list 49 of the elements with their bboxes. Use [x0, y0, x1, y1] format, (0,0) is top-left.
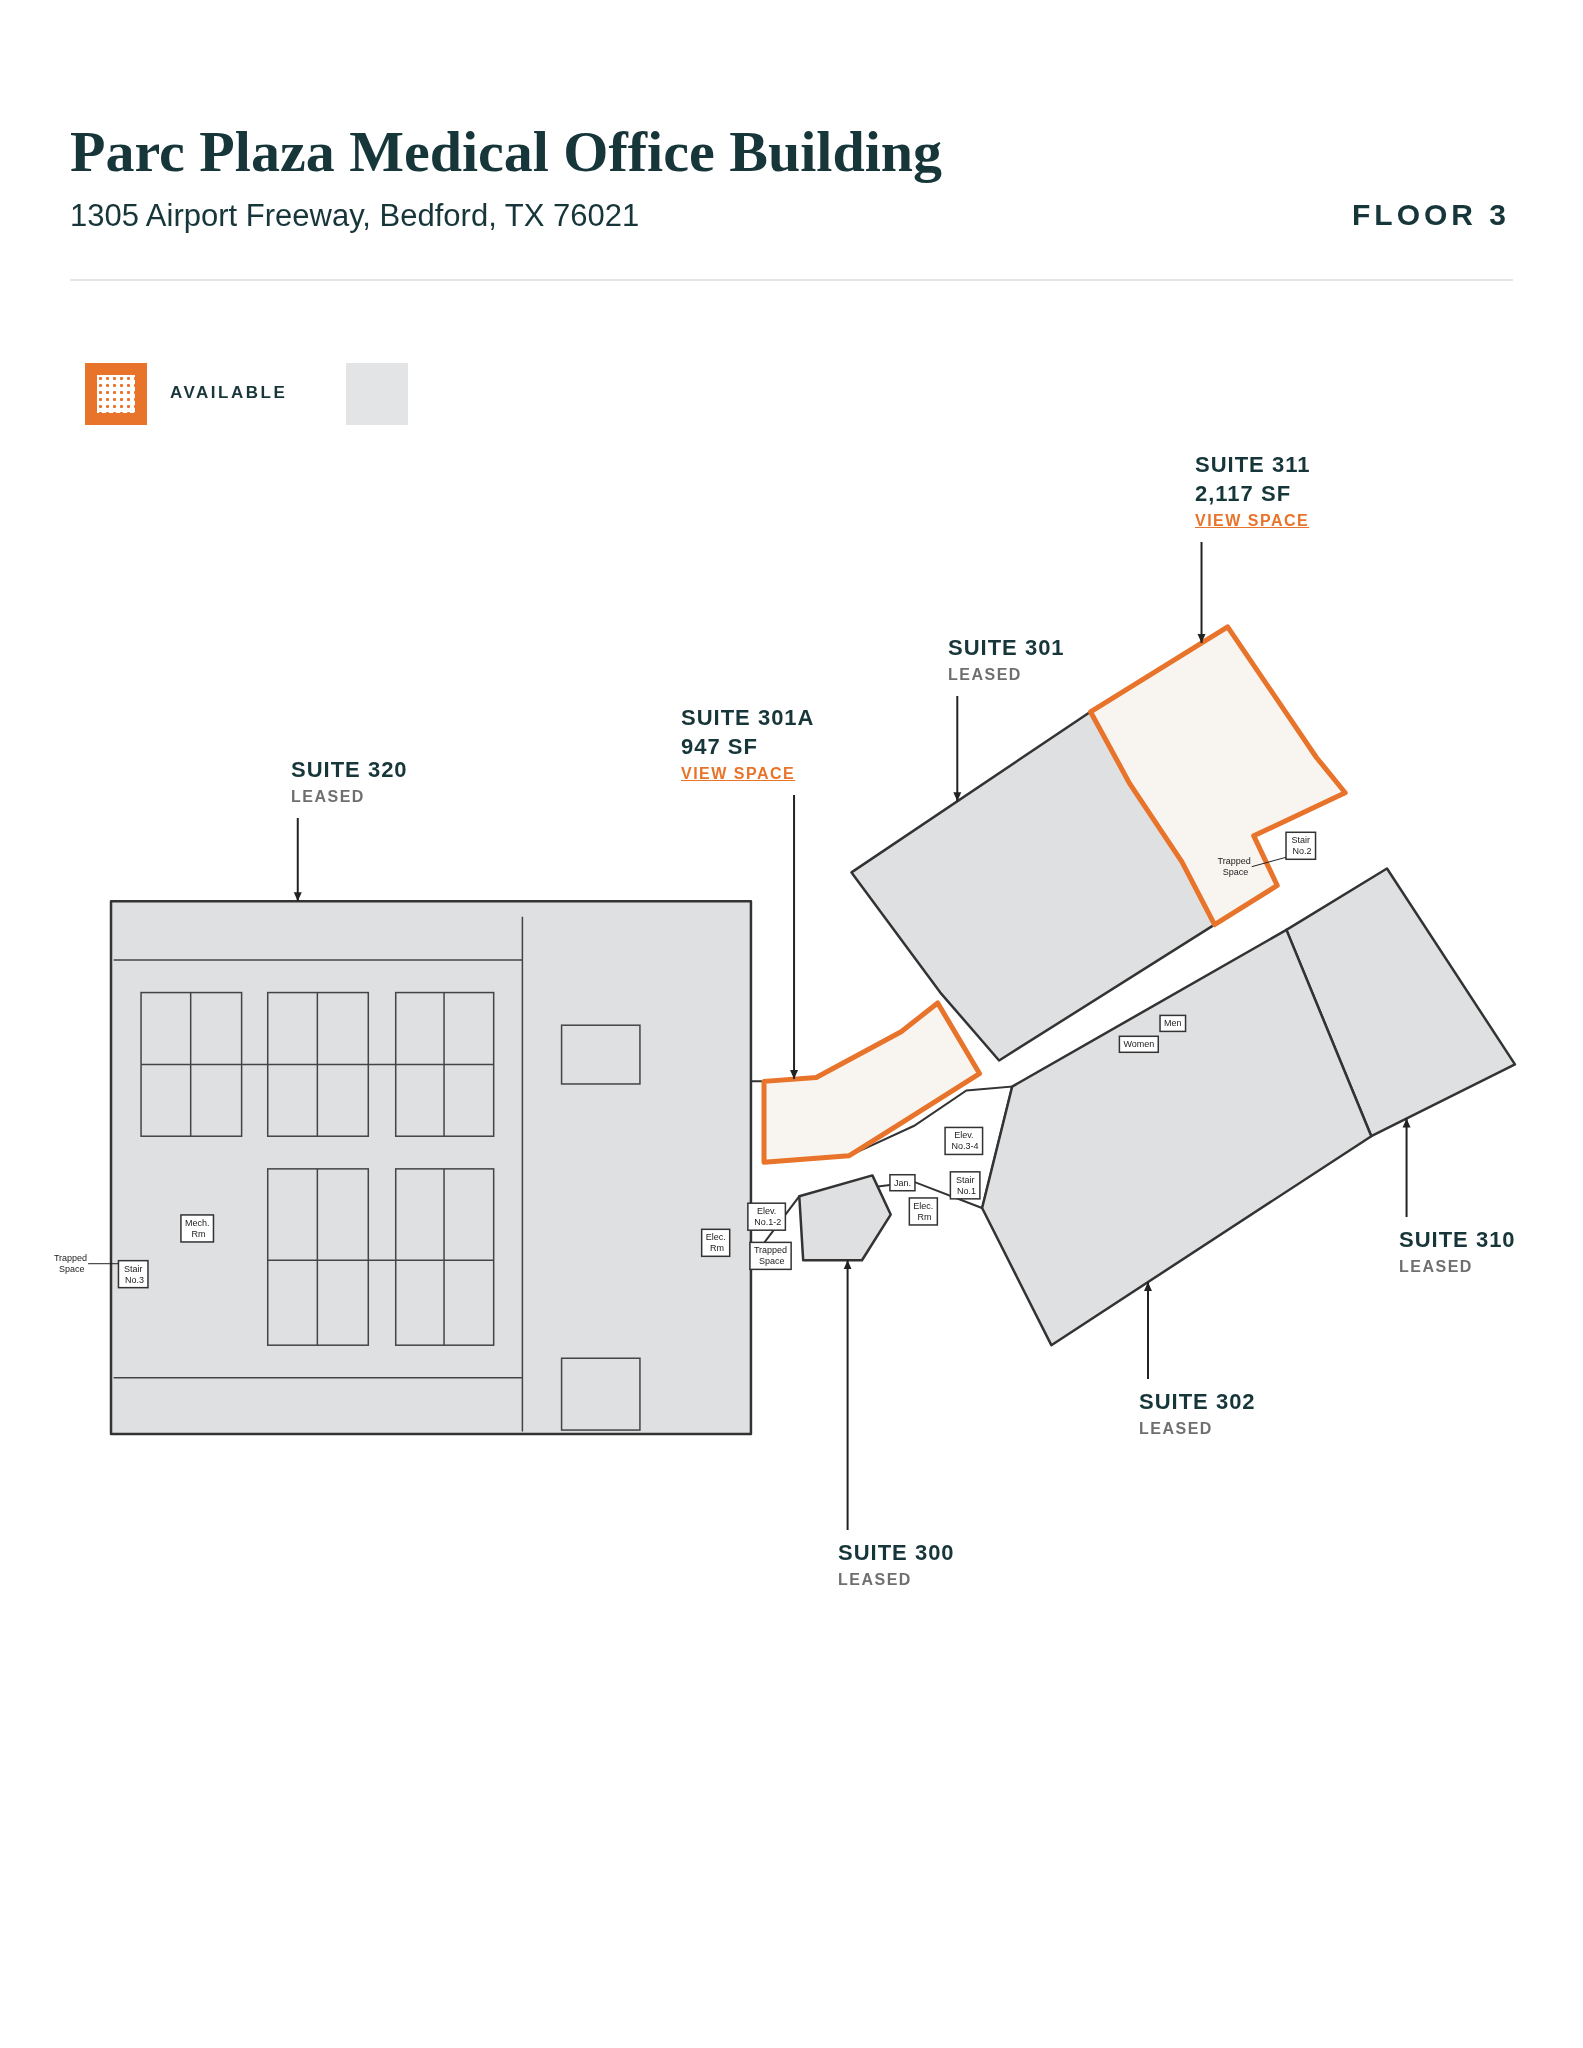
room-box: Stair No.2 — [1285, 831, 1317, 861]
arrow — [843, 1259, 852, 1531]
suite-area — [1285, 867, 1517, 1138]
leader-line — [1251, 856, 1287, 868]
view-space-link: VIEW SPACE — [1195, 511, 1310, 531]
leased-status: LEASED — [838, 1570, 912, 1590]
legend-label: AVAILABLE — [170, 383, 288, 403]
suite-number: SUITE 300 — [838, 1539, 955, 1567]
suite-number: SUITE 310 — [1399, 1226, 1516, 1254]
available-suite-area — [761, 1000, 982, 1165]
suite-number: SUITE 320 — [291, 756, 408, 784]
room-box: Trapped Space — [749, 1241, 792, 1271]
room-box: Elec. Rm — [908, 1197, 939, 1226]
leased-status: LEASED — [291, 787, 365, 807]
page-title: Parc Plaza Medical Office Building — [70, 118, 942, 185]
floor-label: FLOOR 3 — [1352, 198, 1510, 232]
suite-number: SUITE 302 — [1139, 1388, 1256, 1416]
arrow — [1143, 1281, 1152, 1380]
room-box: Elec. Rm — [700, 1228, 731, 1258]
room-box: Stair No.3 — [117, 1259, 149, 1289]
leader-line — [87, 1263, 119, 1265]
address-text: 1305 Airport Freeway, Bedford, TX 76021 — [70, 198, 640, 234]
room-box: Women — [1118, 1035, 1159, 1054]
room-label: Trapped Space — [53, 1253, 88, 1275]
view-space-link: VIEW SPACE — [681, 764, 796, 784]
leased-status: LEASED — [948, 665, 1022, 685]
suite-number: SUITE 311 — [1195, 451, 1311, 479]
suite-area — [798, 1174, 892, 1262]
suite-number: SUITE 301A — [681, 704, 815, 732]
leased-status: LEASED — [1139, 1419, 1213, 1439]
room-box: Elev. No.1-2 — [747, 1202, 787, 1231]
room-box: Elev. No.3-4 — [944, 1126, 984, 1156]
arrow — [1197, 541, 1206, 645]
room-box: Stair No.1 — [949, 1171, 981, 1200]
room-box: Men — [1159, 1014, 1187, 1033]
arrow — [293, 817, 302, 903]
arrow — [790, 794, 799, 1081]
arrow — [953, 695, 962, 803]
area-size: 947 SF — [681, 733, 758, 761]
room-label: Trapped Space — [1217, 856, 1251, 878]
area-size: 2,117 SF — [1195, 480, 1292, 508]
available-suite-area — [1088, 624, 1348, 928]
suite-area — [850, 710, 1216, 1062]
suite-area — [109, 899, 753, 1436]
arrow — [1402, 1117, 1411, 1218]
room-box: Jan. — [889, 1174, 916, 1192]
leased-status: LEASED — [1399, 1257, 1473, 1277]
suite-number: SUITE 301 — [948, 634, 1065, 662]
room-box: Mech. Rm — [180, 1214, 215, 1243]
